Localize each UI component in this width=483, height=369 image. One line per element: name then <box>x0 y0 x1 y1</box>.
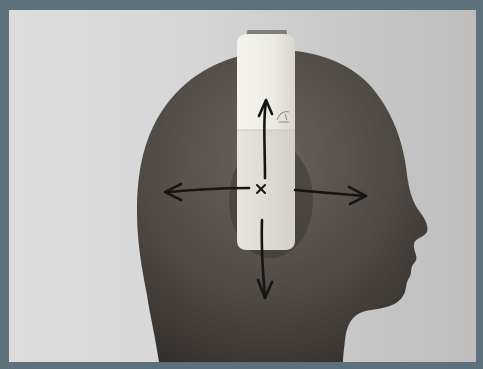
head-headphone-scene <box>9 10 476 362</box>
headphone-band-lower <box>237 130 295 250</box>
render-viewport <box>9 10 476 362</box>
